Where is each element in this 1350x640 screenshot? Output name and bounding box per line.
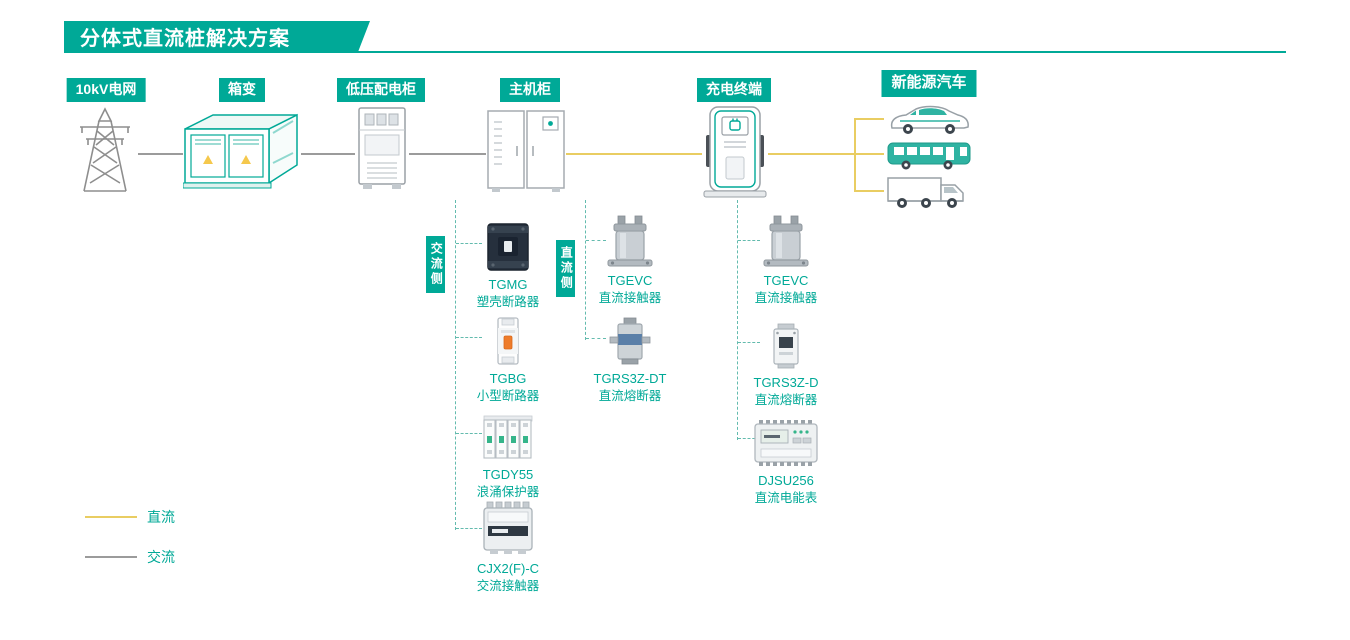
product-name: TGEVC bbox=[763, 273, 809, 288]
ac-side-label: 交流侧 bbox=[426, 236, 446, 293]
legend-ac-label: 交流 bbox=[147, 549, 175, 565]
product-tgrs3z-d: TGRS3Z-D 直流熔断器 bbox=[721, 316, 851, 408]
product-name: TGRS3Z-D bbox=[753, 375, 819, 390]
product-desc: 小型断路器 bbox=[476, 388, 540, 403]
ac-branch-stub-3 bbox=[456, 433, 482, 434]
ac-branch-stub-1 bbox=[456, 243, 482, 244]
product-desc: 直流电能表 bbox=[754, 490, 818, 505]
product-desc: 直流熔断器 bbox=[598, 388, 662, 403]
legend-dc-label: 直流 bbox=[147, 509, 175, 525]
product-name: TGBG bbox=[489, 371, 527, 386]
dc-side-label: 直流侧 bbox=[556, 240, 576, 297]
terminal-branch-stub-3 bbox=[738, 438, 760, 439]
tgbg-breaker-icon bbox=[493, 312, 523, 366]
product-tgdy55: TGDY55 浪涌保护器 bbox=[443, 408, 573, 500]
dc-branch-line bbox=[585, 200, 586, 340]
product-desc: 塑壳断路器 bbox=[476, 294, 540, 309]
charging-terminal-icon bbox=[702, 105, 768, 199]
main-cabinet-icon bbox=[486, 108, 566, 194]
product-tgevc-main: TGEVC 直流接触器 bbox=[565, 214, 695, 306]
terminal-branch-stub-1 bbox=[738, 240, 760, 241]
ac-branch-stub-2 bbox=[456, 337, 482, 338]
ac-branch-stub-4 bbox=[456, 528, 482, 529]
product-desc: 直流熔断器 bbox=[754, 392, 818, 407]
box-transformer-icon bbox=[183, 103, 301, 195]
title-underline bbox=[64, 51, 1286, 53]
tgevc-contactor-icon bbox=[760, 214, 812, 268]
ac-line-lv-main bbox=[409, 153, 486, 155]
node-label-terminal: 充电终端 bbox=[697, 78, 771, 102]
lv-cabinet-icon bbox=[355, 105, 409, 193]
product-tgmg: TGMG 塑壳断路器 bbox=[443, 218, 573, 310]
tgrs3z-d-fuse-icon bbox=[768, 316, 804, 370]
terminal-branch-line bbox=[737, 200, 738, 440]
node-label-vehicles: 新能源汽车 bbox=[881, 70, 977, 97]
product-name: DJSU256 bbox=[758, 473, 814, 488]
page-title: 分体式直流桩解决方案 bbox=[64, 21, 370, 52]
dc-stub-truck bbox=[854, 190, 884, 192]
product-desc: 浪涌保护器 bbox=[476, 484, 540, 499]
tgmg-breaker-icon bbox=[484, 218, 532, 272]
dc-bracket-vehicles bbox=[854, 118, 856, 192]
bus-icon bbox=[886, 140, 972, 170]
node-label-transformer: 箱变 bbox=[219, 78, 265, 102]
product-name: TGEVC bbox=[607, 273, 653, 288]
tgdy55-spd-icon bbox=[481, 408, 535, 462]
product-desc: 直流接触器 bbox=[598, 290, 662, 305]
product-name: TGMG bbox=[488, 277, 528, 292]
tgevc-contactor-icon bbox=[604, 214, 656, 268]
power-tower-icon bbox=[72, 105, 138, 195]
ac-line-grid-transformer bbox=[138, 153, 183, 155]
legend-dc-line bbox=[85, 516, 137, 518]
product-djsu256: DJSU256 直流电能表 bbox=[721, 414, 851, 506]
dc-branch-stub-1 bbox=[586, 240, 606, 241]
legend-ac-line bbox=[85, 556, 137, 558]
dc-stub-car bbox=[854, 118, 884, 120]
product-tgrs3z-dt: TGRS3Z-DT 直流熔断器 bbox=[565, 312, 695, 404]
product-desc: 交流接触器 bbox=[476, 578, 540, 593]
car-icon bbox=[886, 104, 972, 136]
product-name: TGDY55 bbox=[482, 467, 534, 482]
product-name: CJX2(F)-C bbox=[476, 561, 540, 576]
dc-branch-stub-2 bbox=[586, 338, 606, 339]
tgrs3z-dt-fuse-icon bbox=[608, 312, 652, 366]
product-tgbg: TGBG 小型断路器 bbox=[443, 312, 573, 404]
djsu256-meter-icon bbox=[753, 414, 819, 468]
terminal-branch-stub-2 bbox=[738, 342, 760, 343]
product-tgevc-terminal: TGEVC 直流接触器 bbox=[721, 214, 851, 306]
node-label-main-cabinet: 主机柜 bbox=[500, 78, 560, 102]
node-label-lv-cabinet: 低压配电柜 bbox=[337, 78, 425, 102]
product-cjx2: CJX2(F)-C 交流接触器 bbox=[443, 501, 573, 594]
dc-line-main-terminal bbox=[566, 153, 702, 155]
node-label-grid: 10kV电网 bbox=[66, 78, 146, 102]
truck-icon bbox=[886, 174, 972, 210]
ac-branch-line bbox=[455, 200, 456, 530]
cjx2-contactor-icon bbox=[480, 501, 536, 556]
product-name: TGRS3Z-DT bbox=[593, 371, 667, 386]
dc-stub-bus bbox=[854, 153, 884, 155]
product-desc: 直流接触器 bbox=[754, 290, 818, 305]
ac-line-transformer-lv bbox=[301, 153, 355, 155]
dc-line-terminal-vehicles bbox=[768, 153, 856, 155]
